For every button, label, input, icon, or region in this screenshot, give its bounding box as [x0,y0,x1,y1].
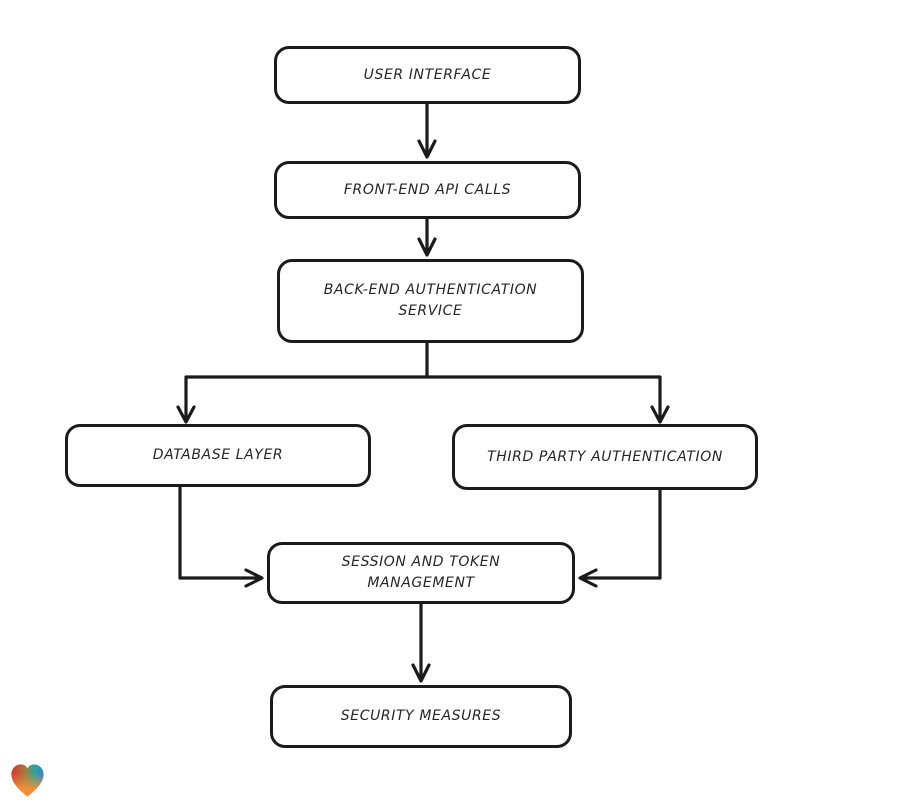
node-security-measures: SECURITY MEASURES [270,685,572,748]
arrow-front-end-to-back-end [417,217,437,257]
arrow-third-party-to-session [578,488,662,588]
node-front-end-api-calls: FRONT-END API CALLS [274,161,581,219]
node-session-and-token-management: SESSION AND TOKEN MANAGEMENT [267,542,575,604]
node-user-interface: USER INTERFACE [274,46,581,104]
node-third-party-authentication: THIRD PARTY AUTHENTICATION [452,424,758,490]
gradient-heart-logo-icon [11,764,44,797]
node-label: USER INTERFACE [363,66,492,83]
node-label: THIRD PARTY AUTHENTICATION [487,448,723,465]
arrow-database-to-session [178,485,264,588]
node-label: BACK-END AUTHENTICATION SERVICE [323,282,538,319]
arrow-user-interface-to-front-end [417,102,437,159]
node-label: FRONT-END API CALLS [343,181,512,198]
node-label: SESSION AND TOKEN MANAGEMENT [341,554,501,591]
arrow-session-to-security [411,602,431,683]
arrow-back-end-branch [176,341,670,424]
node-label: DATABASE LAYER [152,447,284,463]
node-label: SECURITY MEASURES [340,708,502,724]
node-back-end-authentication-service: BACK-END AUTHENTICATION SERVICE [277,259,584,343]
node-database-layer: DATABASE LAYER [65,424,371,487]
